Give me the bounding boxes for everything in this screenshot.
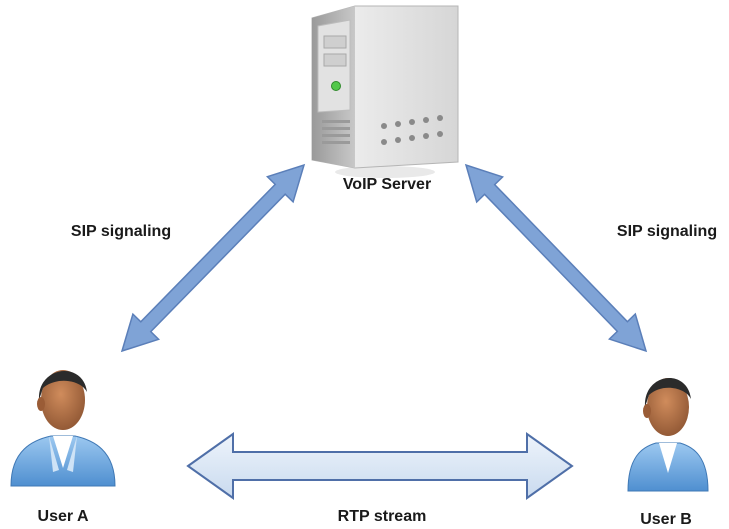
user-b-label: User B: [640, 511, 692, 528]
rtp-arrow: [186, 432, 574, 500]
sip-left-label: SIP signaling: [70, 223, 172, 240]
rtp-label: RTP stream: [337, 508, 427, 525]
server-label: VoIP Server: [342, 176, 432, 193]
user-a-label: User A: [37, 508, 89, 525]
sip-arrow-right: [464, 163, 648, 353]
user-a-icon: [10, 370, 116, 487]
user-b-icon: [627, 377, 709, 492]
sip-right-label: SIP signaling: [616, 223, 718, 240]
server-tower-icon: [311, 5, 459, 178]
sip-arrow-left: [120, 163, 306, 353]
